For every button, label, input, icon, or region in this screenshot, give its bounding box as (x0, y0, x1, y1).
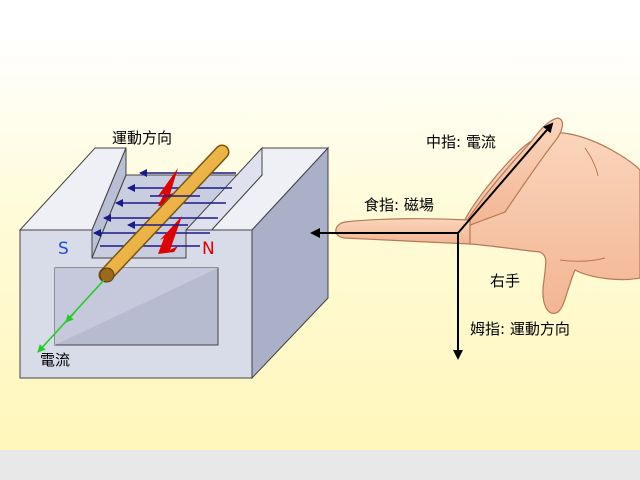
conductor-rod (98, 144, 230, 283)
right-hand-label: 右手 (490, 272, 521, 290)
middle-axis-arrow (457, 122, 554, 234)
magnet (18, 146, 330, 380)
index-finger (335, 218, 471, 245)
current-arrow-mid (65, 311, 76, 323)
pole-s-label: S (58, 239, 69, 259)
magnet-opening-shade (55, 268, 218, 345)
middle-finger-label: 中指: 電流 (426, 133, 496, 151)
footer-bar (0, 450, 640, 480)
palm (459, 132, 640, 314)
current-label: 電流 (40, 351, 71, 369)
motion-direction-label: 運動方向 (112, 129, 173, 147)
index-finger-label: 食指: 磁場 (364, 196, 434, 214)
pole-n-label: N (202, 239, 215, 259)
rod-end (99, 267, 115, 283)
thumb-label: 姆指: 運動方向 (470, 320, 570, 338)
hand-axes (310, 122, 554, 360)
